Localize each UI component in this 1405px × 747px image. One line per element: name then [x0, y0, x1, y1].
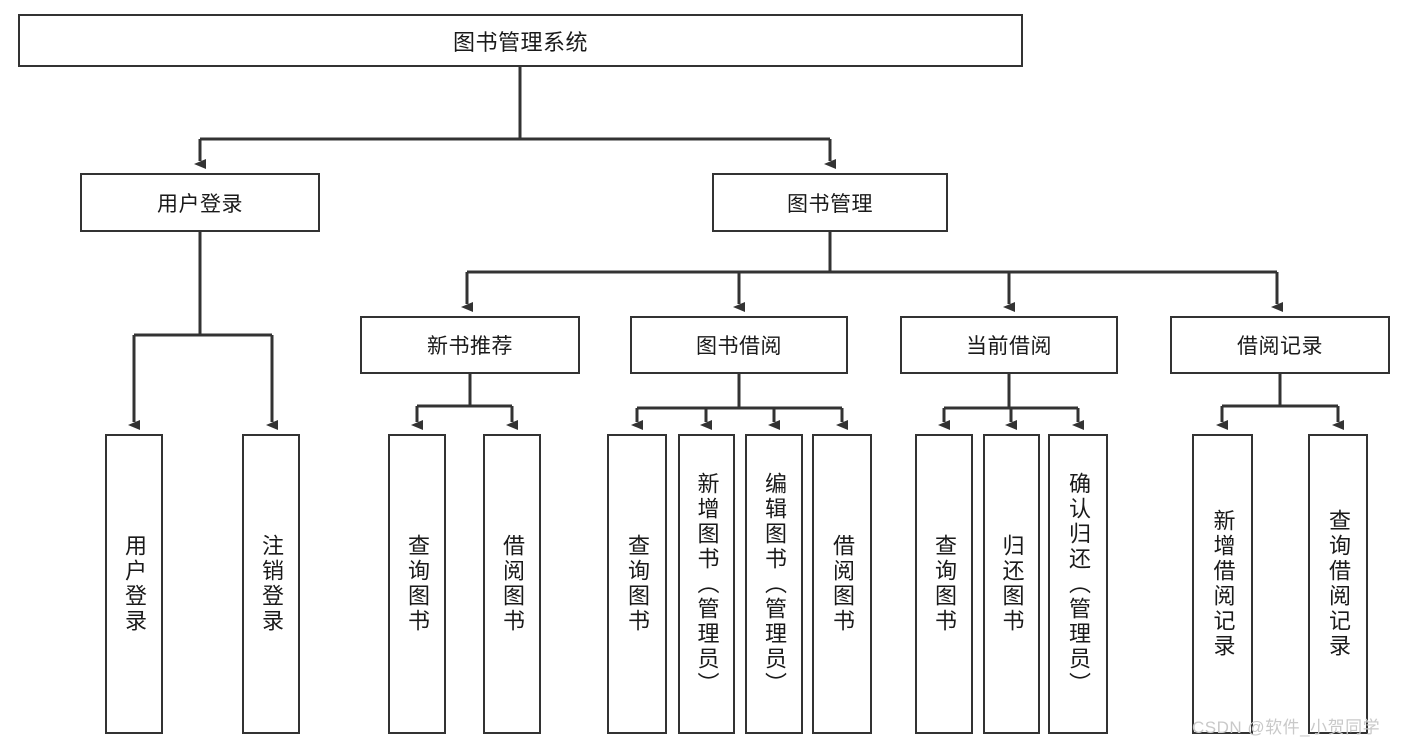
- node-leaf-borrow-book-2[interactable]: 借阅图书: [812, 434, 872, 734]
- node-current-borrow[interactable]: 当前借阅: [900, 316, 1118, 374]
- node-leaf-add-book[interactable]: 新增图书（管理员）: [678, 434, 735, 734]
- node-leaf-edit-book[interactable]: 编辑图书（管理员）: [745, 434, 803, 734]
- node-leaf-borrow-book-1[interactable]: 借阅图书: [483, 434, 541, 734]
- node-leaf-query-book-1[interactable]: 查询图书: [388, 434, 446, 734]
- csdn-watermark: CSDN @软件_小贺同学: [1192, 718, 1381, 737]
- node-book-borrow[interactable]: 图书借阅: [630, 316, 848, 374]
- node-user-login[interactable]: 用户登录: [80, 173, 320, 232]
- node-new-book-rec[interactable]: 新书推荐: [360, 316, 580, 374]
- node-leaf-user-login[interactable]: 用户登录: [105, 434, 163, 734]
- node-root-system[interactable]: 图书管理系统: [18, 14, 1023, 67]
- node-borrow-record[interactable]: 借阅记录: [1170, 316, 1390, 374]
- node-leaf-return-book[interactable]: 归还图书: [983, 434, 1040, 734]
- node-leaf-query-book-3[interactable]: 查询图书: [915, 434, 973, 734]
- node-leaf-logout[interactable]: 注销登录: [242, 434, 300, 734]
- node-leaf-confirm-return[interactable]: 确认归还（管理员）: [1048, 434, 1108, 734]
- node-leaf-query-book-2[interactable]: 查询图书: [607, 434, 667, 734]
- node-book-manage[interactable]: 图书管理: [712, 173, 948, 232]
- node-leaf-add-record[interactable]: 新增借阅记录: [1192, 434, 1253, 734]
- node-leaf-query-record[interactable]: 查询借阅记录: [1308, 434, 1368, 734]
